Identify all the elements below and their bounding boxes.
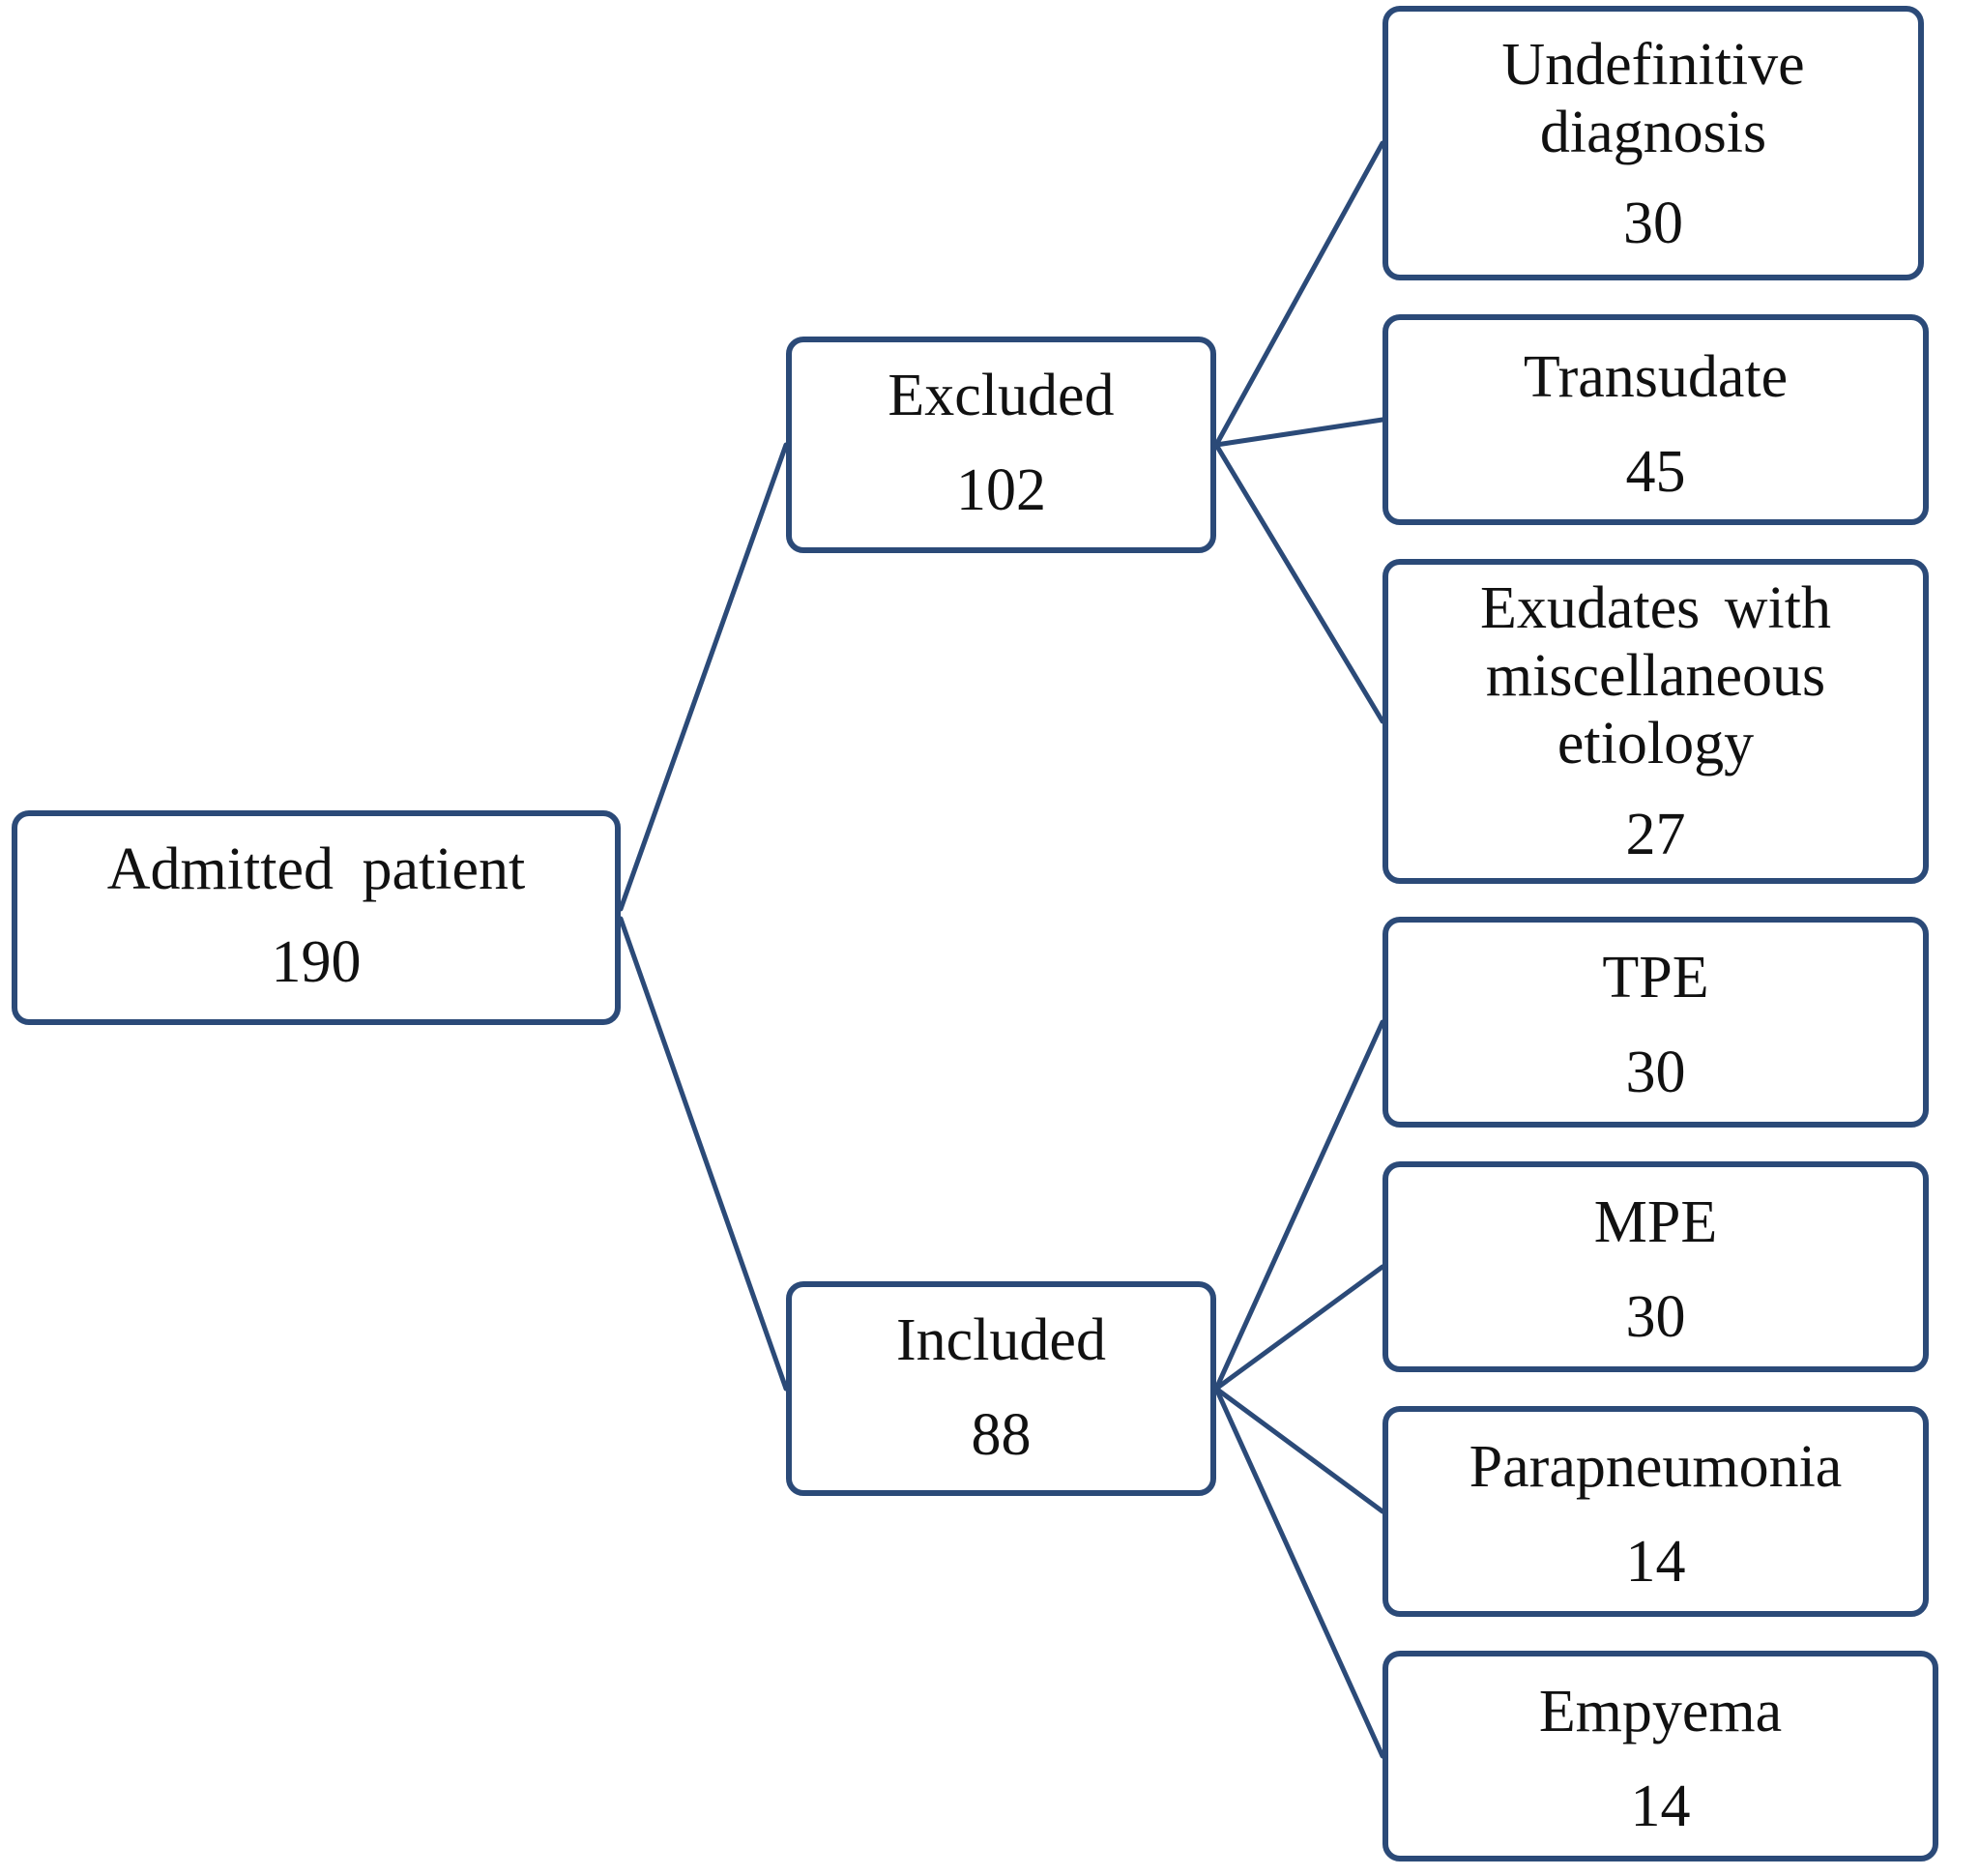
node-label: MPE [1593,1189,1718,1255]
node-count: 102 [956,457,1046,523]
node-count: 88 [971,1402,1032,1468]
node-mpe: MPE 30 [1382,1161,1929,1372]
node-label: Empyema [1538,1679,1783,1744]
node-tpe: TPE 30 [1382,917,1929,1128]
node-count: 30 [1625,1040,1686,1105]
node-exudates-miscellaneous: Exudates with miscellaneous etiology 27 [1382,559,1929,884]
node-count: 14 [1630,1773,1691,1839]
node-label: Parapneumonia [1469,1434,1843,1500]
node-included: Included 88 [786,1281,1216,1496]
connector-excluded-undefinitive [1213,140,1385,448]
node-count: 45 [1625,439,1686,505]
node-count: 27 [1625,802,1686,867]
node-excluded: Excluded 102 [786,337,1216,553]
node-count: 30 [1625,1284,1686,1350]
node-label: Included [896,1307,1106,1373]
connector-included-tpe [1213,1019,1385,1392]
connector-included-empyema [1213,1386,1385,1759]
connector-included-mpe [1213,1264,1385,1392]
node-count: 14 [1625,1529,1686,1595]
node-label: TPE [1602,945,1709,1011]
node-label: Exudates with miscellaneous etiology [1480,575,1831,777]
node-empyema: Empyema 14 [1382,1651,1938,1861]
node-label: Excluded [888,363,1115,428]
connector-root-excluded [618,442,789,912]
node-label: Transudate [1523,344,1789,410]
node-label: Undefinitive diagnosis [1501,32,1805,165]
node-undefinitive-diagnosis: Undefinitive diagnosis 30 [1382,6,1924,280]
node-count: 30 [1623,191,1683,256]
node-transudate: Transudate 45 [1382,314,1929,525]
node-label: Admitted patient [106,836,526,902]
node-count: 190 [271,929,362,995]
connector-included-parapneumonia [1213,1386,1385,1514]
node-parapneumonia: Parapneumonia 14 [1382,1406,1929,1617]
node-admitted-patient: Admitted patient 190 [12,810,621,1025]
connector-excluded-transudate [1213,417,1385,448]
connector-excluded-exudates [1213,442,1385,724]
connector-root-included [618,916,789,1392]
